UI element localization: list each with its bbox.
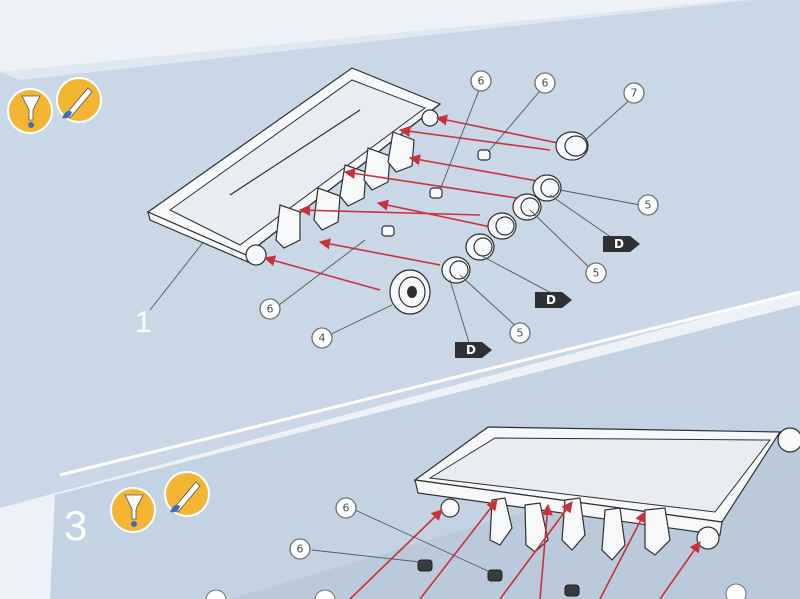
decal-flag-d-2: D xyxy=(535,292,572,308)
callout-leaders-step-3 xyxy=(311,509,491,573)
callout-6-bottom: 6 xyxy=(259,298,281,320)
drive-sprocket xyxy=(389,269,431,315)
svg-text:6: 6 xyxy=(267,303,274,316)
assembly-arrows-step-3 xyxy=(349,499,701,599)
svg-text:5: 5 xyxy=(593,267,600,280)
decal-flag-d-1: D xyxy=(603,236,640,252)
step-number: 3 xyxy=(64,502,87,549)
callout-partial-bubbles xyxy=(205,583,747,599)
svg-text:6: 6 xyxy=(297,543,304,556)
suspension-arms xyxy=(275,131,415,249)
svg-text:7: 7 xyxy=(631,87,638,100)
svg-text:5: 5 xyxy=(645,199,652,212)
svg-text:D: D xyxy=(466,343,476,357)
callout-5-upper: 5 xyxy=(637,194,659,216)
svg-text:5: 5 xyxy=(517,327,524,340)
callout-6-top-right: 6 xyxy=(534,72,556,94)
svg-text:D: D xyxy=(614,237,624,251)
svg-text:4: 4 xyxy=(319,332,326,345)
callout-leaders xyxy=(274,84,641,347)
svg-text:D: D xyxy=(546,293,556,307)
svg-text:6: 6 xyxy=(478,75,485,88)
small-parts-step-3 xyxy=(417,559,580,597)
paint-brush-icon xyxy=(56,77,102,123)
callout-7: 7 xyxy=(623,82,645,104)
callout-5-lower: 5 xyxy=(509,322,531,344)
wheel-caps xyxy=(441,131,589,284)
callout-5-middle: 5 xyxy=(585,262,607,284)
callout-6-top-left: 6 xyxy=(470,70,492,92)
decal-flag-d-3: D xyxy=(455,342,492,358)
paint-brush-icon xyxy=(164,471,210,517)
svg-text:6: 6 xyxy=(542,77,549,90)
glue-dropper-icon xyxy=(7,88,53,134)
callout-4: 4 xyxy=(311,327,333,349)
step-number: 1 xyxy=(135,306,152,339)
small-parts xyxy=(381,149,491,237)
lower-hull-part xyxy=(146,67,442,266)
svg-text:6: 6 xyxy=(343,502,350,515)
callout-6-step3-upper: 6 xyxy=(335,497,357,519)
glue-dropper-icon xyxy=(110,487,156,533)
callout-6-step3-lower: 6 xyxy=(289,538,311,560)
suspension-arms-step-3 xyxy=(489,497,671,561)
